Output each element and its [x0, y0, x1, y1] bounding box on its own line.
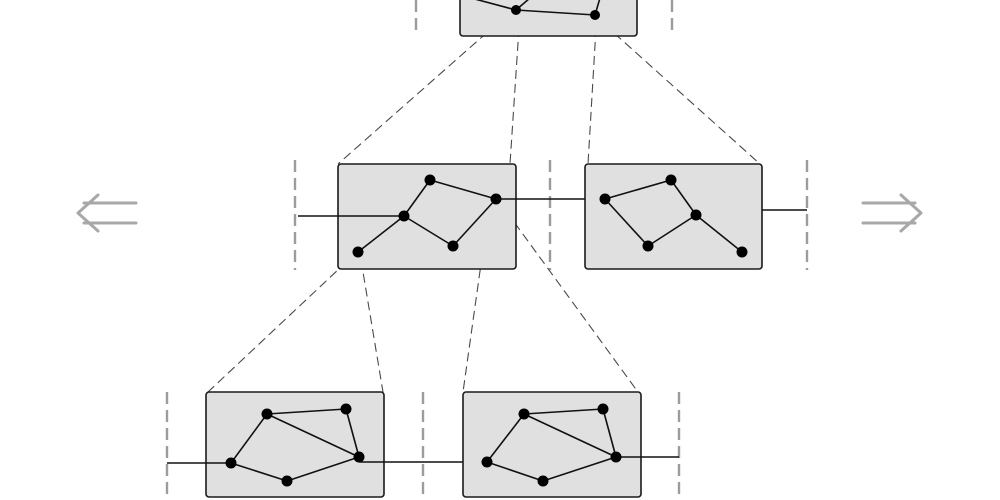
graph-node — [340, 403, 352, 415]
graph-node — [353, 451, 365, 463]
graph-node — [518, 408, 530, 420]
graph-node — [597, 403, 609, 415]
graph-edge — [345, 408, 360, 458]
graph-edge — [452, 198, 497, 247]
projection-line — [587, 27, 597, 165]
projection-line — [337, 13, 509, 165]
graph-edge — [523, 413, 617, 458]
graph-edge — [266, 408, 347, 415]
graph-edge — [357, 215, 405, 253]
projection-line — [207, 251, 358, 393]
graph-node — [590, 10, 600, 20]
graph-edge — [670, 179, 697, 216]
double-right-arrow-icon[interactable] — [861, 193, 923, 233]
graph-node — [690, 209, 702, 221]
graph-edge — [542, 456, 617, 482]
graph-node — [261, 408, 273, 420]
graph-edge — [523, 408, 604, 415]
partition-box — [584, 163, 763, 270]
graph-edge — [429, 179, 497, 200]
projection-line — [603, 23, 761, 165]
partition-mid-left — [298, 163, 517, 270]
graph-node — [447, 240, 459, 252]
graph-edge — [403, 215, 454, 247]
double-left-arrow-icon[interactable] — [76, 193, 138, 233]
separators — [165, 0, 809, 500]
graph-edge — [266, 413, 360, 458]
graph-edge — [695, 214, 743, 253]
graph-node — [599, 193, 611, 205]
projection-line — [509, 27, 520, 165]
projection-line — [497, 199, 639, 393]
graph-edge — [475, 0, 517, 11]
partition-box — [462, 391, 642, 498]
projection-line — [360, 259, 384, 393]
graph-node — [225, 457, 237, 469]
graph-node — [352, 246, 364, 258]
graph-node — [736, 246, 748, 258]
graph-edge — [647, 214, 697, 247]
graph-node — [642, 240, 654, 252]
graph-edge — [602, 408, 617, 458]
graph-node — [398, 210, 410, 222]
graph-edge — [486, 461, 544, 482]
partition-box — [459, 0, 638, 37]
graph-edge — [230, 413, 268, 464]
graph-edge — [604, 198, 649, 247]
partition-box — [205, 391, 385, 498]
graph-node — [481, 456, 493, 468]
graph-node — [511, 5, 521, 15]
graph-node — [610, 451, 622, 463]
graph-edge — [486, 413, 525, 463]
graph-edge — [286, 456, 360, 482]
graph-edge — [515, 9, 596, 16]
graph-edge — [403, 179, 431, 217]
partition-mid-right — [584, 163, 807, 270]
graph-node — [424, 174, 436, 186]
graph-node — [665, 174, 677, 186]
graph-node — [537, 475, 549, 487]
graph-edge — [604, 179, 672, 200]
partition-bottom-left — [167, 391, 385, 498]
partition-bottom-right — [462, 391, 679, 498]
graph-edge — [230, 462, 288, 482]
graph-node — [281, 475, 293, 487]
partition-top — [459, 0, 638, 37]
